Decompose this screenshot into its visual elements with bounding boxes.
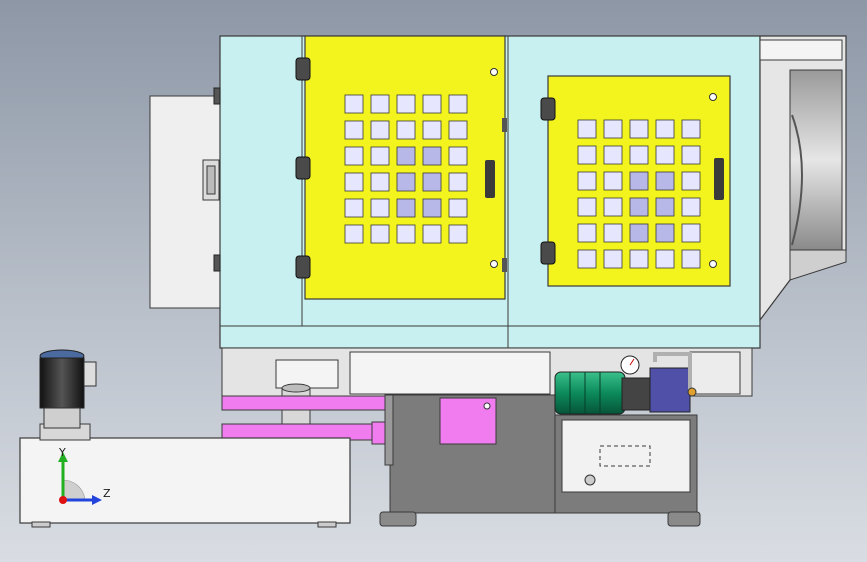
coolant-pump-motor-icon — [39, 349, 97, 429]
foot-right — [667, 511, 701, 527]
door-window-pane — [577, 171, 597, 191]
door-window-pane — [396, 94, 416, 114]
door-window-pane — [629, 249, 649, 269]
door-window-pane — [629, 119, 649, 139]
door-window-pane — [448, 224, 468, 244]
x-axis-origin-icon — [59, 496, 67, 504]
hydraulic-unit — [554, 352, 701, 527]
right-door-window-grid — [577, 119, 701, 269]
door-window-pane — [422, 224, 442, 244]
hinge-icon — [540, 97, 556, 121]
door-window-pane — [577, 119, 597, 139]
door-window-pane — [629, 145, 649, 165]
left-door[interactable] — [295, 35, 506, 300]
door-window-pane — [344, 94, 364, 114]
door-window-pane — [655, 171, 675, 191]
door-window-pane — [422, 94, 442, 114]
door-window-pane — [603, 249, 623, 269]
door-window-pane — [344, 120, 364, 140]
door-window-pane — [603, 145, 623, 165]
spindle-cover — [759, 35, 847, 322]
door-window-pane — [370, 224, 390, 244]
z-axis-label: Z — [103, 487, 111, 500]
door-window-pane — [344, 224, 364, 244]
door-window-pane — [344, 172, 364, 192]
door-window-pane — [655, 197, 675, 217]
hinge-icon — [295, 156, 311, 180]
door-window-pane — [655, 223, 675, 243]
door-window-pane — [396, 224, 416, 244]
door-window-pane — [344, 198, 364, 218]
hydraulic-pump-icon — [649, 367, 691, 413]
door-window-pane — [448, 198, 468, 218]
door-window-pane — [681, 249, 701, 269]
door-window-pane — [422, 120, 442, 140]
door-window-pane — [396, 198, 416, 218]
door-window-pane — [603, 223, 623, 243]
door-window-pane — [422, 146, 442, 166]
hydraulic-motor-icon — [554, 371, 626, 415]
door-window-pane — [629, 197, 649, 217]
door-window-pane — [448, 120, 468, 140]
door-window-pane — [370, 94, 390, 114]
door-window-pane — [681, 171, 701, 191]
door-window-pane — [344, 146, 364, 166]
right-door-handle[interactable] — [714, 158, 724, 200]
screw-icon — [490, 68, 498, 76]
left-door-handle[interactable] — [485, 160, 495, 198]
y-axis-arrowhead-icon — [58, 452, 68, 462]
door-window-pane — [448, 146, 468, 166]
door-window-pane — [422, 172, 442, 192]
door-window-pane — [655, 145, 675, 165]
door-window-pane — [603, 119, 623, 139]
door-window-pane — [681, 145, 701, 165]
door-window-pane — [448, 94, 468, 114]
door-window-pane — [396, 120, 416, 140]
door-window-pane — [629, 171, 649, 191]
coordinate-triad: Y Z — [58, 446, 111, 505]
door-window-pane — [681, 223, 701, 243]
y-axis-label: Y — [58, 446, 66, 459]
door-window-pane — [577, 249, 597, 269]
side-panel — [149, 95, 223, 309]
door-window-pane — [655, 249, 675, 269]
right-door[interactable] — [540, 75, 731, 287]
foot-left — [379, 511, 417, 527]
door-window-pane — [396, 146, 416, 166]
door-window-pane — [370, 146, 390, 166]
door-window-pane — [681, 197, 701, 217]
door-window-pane — [422, 198, 442, 218]
screw-icon — [709, 260, 717, 268]
door-window-pane — [370, 172, 390, 192]
door-window-pane — [655, 119, 675, 139]
hinge-icon — [295, 57, 311, 81]
screw-icon — [709, 93, 717, 101]
left-door-window-grid — [344, 94, 468, 244]
hinge-icon — [295, 255, 311, 279]
door-window-pane — [396, 172, 416, 192]
z-axis-arrowhead-icon — [92, 495, 102, 505]
door-window-pane — [370, 120, 390, 140]
door-window-pane — [577, 197, 597, 217]
door-window-pane — [448, 172, 468, 192]
door-window-pane — [577, 145, 597, 165]
door-window-pane — [603, 171, 623, 191]
magenta-rail — [221, 395, 388, 445]
hinge-icon — [540, 241, 556, 265]
door-window-pane — [629, 223, 649, 243]
door-window-pane — [370, 198, 390, 218]
door-window-pane — [681, 119, 701, 139]
door-window-pane — [603, 197, 623, 217]
machine-base — [379, 394, 556, 527]
coolant-tank — [19, 423, 351, 528]
screw-icon — [490, 260, 498, 268]
door-window-pane — [577, 223, 597, 243]
